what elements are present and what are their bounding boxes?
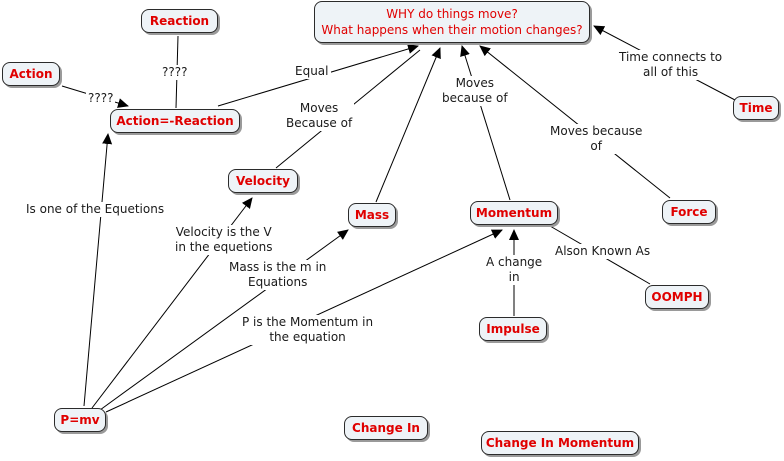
- link-pmv-action-reaction: [83, 133, 113, 407]
- link-label-mass-m: Mass is the m in Equations: [227, 260, 329, 290]
- concept-change-in-momentum[interactable]: Change In Momentum: [481, 431, 639, 455]
- link-label-velocity-main-line2: Because of: [286, 116, 353, 130]
- link-label-force-main-line2: of: [590, 139, 602, 153]
- link-label-velocity-main: Moves Because of: [284, 101, 355, 131]
- link-mass-main: [375, 47, 441, 203]
- link-label-p-momentum-line2: the equation: [269, 330, 346, 344]
- concept-action[interactable]: Action: [2, 62, 60, 86]
- concept-time[interactable]: Time: [733, 96, 779, 120]
- concept-reaction[interactable]: Reaction: [141, 9, 218, 33]
- link-label-time: Time connects to all of this: [617, 50, 725, 80]
- concept-main-line2: What happens when their motion changes?: [321, 23, 583, 37]
- link-label-time-line1: Time connects to: [619, 50, 723, 64]
- link-label-force-main-line1: Moves because: [550, 124, 643, 138]
- concept-p-equals-mv[interactable]: P=mv: [54, 408, 106, 432]
- link-label-force-main: Moves because of: [548, 124, 645, 154]
- link-label-velocity-v: Velocity is the V in the equetions: [173, 225, 275, 255]
- link-label-velocity-v-line1: Velocity is the V: [175, 225, 272, 239]
- concept-impulse[interactable]: Impulse: [479, 317, 547, 341]
- concept-action-reaction[interactable]: Action=-Reaction: [110, 109, 240, 133]
- link-label-is-one-of: Is one of the Equetions: [24, 202, 167, 217]
- concept-oomph[interactable]: OOMPH: [645, 285, 709, 309]
- link-label-momentum-main-line2: because of: [442, 91, 508, 105]
- link-label-a-change-line1: A change: [486, 255, 543, 269]
- link-label-velocity-main-line1: Moves: [299, 101, 339, 115]
- link-label-mass-m-line1: Mass is the m in: [229, 260, 327, 274]
- link-label-mass-m-line2: Equations: [247, 275, 308, 289]
- link-force-main: [479, 45, 671, 199]
- link-label-time-line2: all of this: [643, 65, 699, 79]
- concept-force[interactable]: Force: [662, 200, 716, 224]
- link-label-a-change-line2: in: [508, 270, 520, 284]
- link-label-p-momentum-line1: P is the Momentum in: [242, 315, 374, 329]
- link-label-equal: Equal: [293, 64, 331, 79]
- concept-main-question[interactable]: WHY do things move? What happens when th…: [314, 1, 590, 43]
- link-label-also-known-as: Alson Known As: [553, 244, 653, 259]
- link-label-p-momentum: P is the Momentum in the equation: [240, 315, 376, 345]
- link-label-velocity-v-line2: in the equetions: [175, 240, 273, 254]
- concept-mass[interactable]: Mass: [348, 203, 396, 227]
- link-label-action: ????: [86, 91, 116, 106]
- concept-momentum[interactable]: Momentum: [470, 201, 558, 225]
- link-label-reaction: ????: [160, 65, 190, 80]
- concept-velocity[interactable]: Velocity: [228, 169, 298, 193]
- link-label-a-change: A change in: [484, 255, 545, 285]
- concept-change-in[interactable]: Change In: [344, 416, 428, 440]
- link-momentum-main: [460, 45, 511, 201]
- link-label-momentum-main-line1: Moves: [455, 76, 494, 90]
- concept-main-line1: WHY do things move?: [386, 7, 518, 21]
- link-label-momentum-main: Moves because of: [440, 76, 510, 106]
